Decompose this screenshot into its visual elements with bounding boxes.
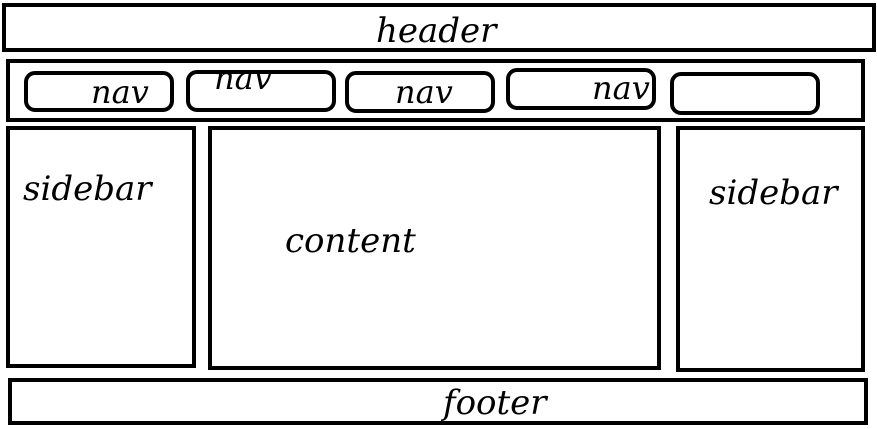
nav-item-1[interactable] bbox=[24, 71, 174, 112]
nav-item-1-label: nav bbox=[91, 73, 149, 111]
nav-item-2-label: nav bbox=[214, 59, 272, 97]
header-box bbox=[2, 3, 876, 52]
right-sidebar-label: sidebar bbox=[709, 173, 838, 213]
nav-item-3[interactable] bbox=[345, 71, 495, 113]
right-sidebar bbox=[676, 126, 865, 372]
header-label: header bbox=[376, 11, 497, 51]
nav-item-4[interactable] bbox=[506, 68, 656, 110]
footer-label: footer bbox=[443, 383, 547, 423]
footer-box bbox=[8, 378, 868, 425]
content-area bbox=[208, 126, 661, 370]
nav-item-3-label: nav bbox=[395, 73, 453, 111]
nav-item-5[interactable] bbox=[670, 72, 820, 115]
content-label: content bbox=[285, 221, 416, 261]
left-sidebar bbox=[6, 126, 196, 368]
nav-item-2[interactable] bbox=[186, 70, 336, 112]
left-sidebar-label: sidebar bbox=[23, 169, 152, 209]
nav-item-4-label: nav bbox=[592, 69, 650, 107]
